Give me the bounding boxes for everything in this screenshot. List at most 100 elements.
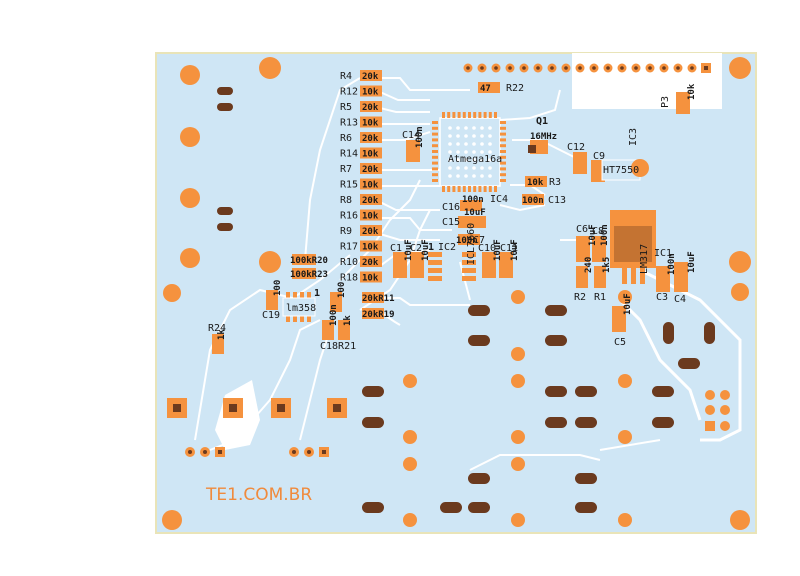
resistor-ref: R4 [340, 71, 352, 82]
resistor-ref: R16 [340, 211, 358, 222]
via [464, 134, 468, 138]
mcu-pad [488, 186, 492, 192]
resistor-ref: R5 [340, 102, 352, 113]
resistor-pad [360, 163, 382, 174]
r22-label: R22 [506, 83, 524, 94]
mcu-pad [432, 173, 438, 177]
resistor-ref: R9 [340, 226, 352, 237]
resistor-pad [360, 70, 382, 81]
c19-label: C19 [262, 310, 280, 321]
mcu-pad [462, 186, 466, 192]
r20-label: 100kR20 [290, 256, 328, 266]
resistor-value: 10k [362, 119, 379, 129]
mcu-pad [500, 132, 506, 136]
mounting-hole [180, 188, 200, 208]
c8-label: C8 [592, 226, 604, 237]
mcu-pad [432, 126, 438, 130]
resistor-value: 10k [362, 212, 379, 222]
via [472, 158, 476, 162]
mcu-pad [500, 144, 506, 148]
resistor-ref: R7 [340, 164, 352, 175]
resistor-ref: R6 [340, 133, 352, 144]
via [448, 158, 452, 162]
via [480, 174, 484, 178]
resistor-value: 10k [362, 181, 379, 191]
c6-value: 10uF [588, 224, 598, 246]
p3-value: 10k [687, 83, 697, 100]
c2-label: C2 [410, 243, 422, 254]
resistor-ref: R8 [340, 195, 352, 206]
resistor-value: 10k [362, 243, 379, 253]
via [464, 142, 468, 146]
via [464, 166, 468, 170]
via [456, 142, 460, 146]
mounting-hole [259, 57, 281, 79]
via [472, 142, 476, 146]
c10-label: C10 [478, 243, 496, 254]
p3-label: P3 [660, 96, 671, 108]
mounting-hole [730, 510, 750, 530]
resistor-pad [360, 240, 382, 252]
c15-label: C15 [442, 217, 460, 228]
r1-value: 1k5 [602, 257, 612, 273]
traces [194, 69, 742, 471]
via [464, 150, 468, 154]
resistor-value: 20k [362, 258, 379, 268]
mcu-pad [432, 150, 438, 153]
resistor-ref: R13 [340, 118, 358, 129]
q1-label: Q1 [536, 116, 548, 127]
mcu-pad [432, 121, 438, 124]
resistor-pad [360, 101, 382, 112]
lm358-label: lm358 [286, 303, 316, 314]
resistor-r13: R13 10k [340, 116, 382, 129]
icl7660-chip: 1 IC2 ICL7660 [428, 223, 477, 281]
resistor-ref: R17 [340, 242, 358, 253]
resistor-pad [360, 116, 382, 128]
resistor-ref: R14 [340, 149, 358, 160]
via [456, 158, 460, 162]
c9-label: C9 [593, 151, 605, 162]
mcu-pad [432, 138, 438, 142]
via [488, 142, 492, 146]
r24-value: 1k [217, 329, 227, 340]
via [480, 158, 484, 162]
c6-label: C6 [576, 224, 588, 235]
r23-label: 100kR23 [290, 270, 328, 280]
mcu-pad [478, 112, 482, 118]
via [448, 150, 452, 154]
c7-label: C7 [473, 235, 485, 246]
via [480, 150, 484, 154]
via [464, 126, 468, 130]
mcu-pad [500, 150, 506, 153]
via [448, 142, 452, 146]
r3-value: 10k [527, 178, 544, 188]
c1-value: 10uF [404, 239, 414, 261]
resistor-pad [360, 85, 382, 97]
via [472, 166, 476, 170]
c13-label: C13 [548, 195, 566, 206]
mcu-pad [432, 179, 438, 182]
via [488, 150, 492, 154]
ic2-label: IC2 [438, 242, 456, 253]
via [448, 126, 452, 130]
c12-label: C12 [567, 142, 585, 153]
mcu-pad [447, 112, 451, 118]
via [464, 174, 468, 178]
via [488, 134, 492, 138]
via [448, 166, 452, 170]
c2-value: 10uF [421, 239, 431, 261]
oval-pads [217, 87, 715, 513]
via [448, 174, 452, 178]
mcu-pad [500, 121, 506, 124]
resistor-pad [360, 209, 382, 221]
